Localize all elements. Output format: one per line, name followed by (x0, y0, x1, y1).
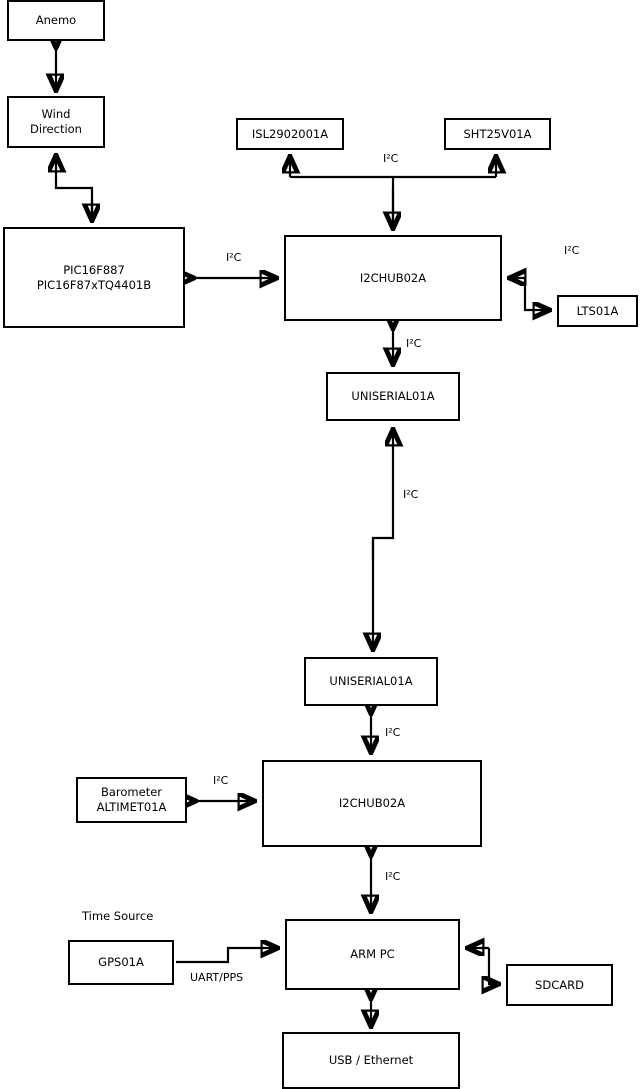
node-usb-ethernet[interactable]: USB / Ethernet (282, 1032, 460, 1089)
edge-label-hub-lts: I²C (564, 244, 580, 257)
node-isl2902001a[interactable]: ISL2902001A (236, 118, 344, 150)
edge-label-uniserial-hub-bottom: I²C (385, 726, 401, 739)
node-i2chub02a-bottom[interactable]: I2CHUB02A (262, 760, 482, 847)
edge-label-hub-armpc: I²C (385, 870, 401, 883)
node-pic-mcu[interactable]: PIC16F887 PIC16F87xTQ4401B (3, 227, 185, 328)
label-time-source: Time Source (82, 909, 154, 923)
edge-gps-armpc (176, 948, 277, 964)
edge-hubtop-lts-step (523, 278, 549, 310)
node-usb-ethernet-label: USB / Ethernet (328, 1053, 414, 1068)
node-sht25v01a[interactable]: SHT25V01A (444, 118, 551, 150)
node-i2chub02a-top-label: I2CHUB02A (359, 270, 427, 285)
edge-label-hub-sensors: I²C (383, 152, 399, 165)
node-wind-direction[interactable]: Wind Direction (7, 96, 105, 148)
node-anemo[interactable]: Anemo (7, 0, 105, 41)
node-sdcard-label: SDCARD (535, 977, 584, 992)
edge-label-hub-uniserial: I²C (406, 337, 422, 350)
node-pic-mcu-label: PIC16F887 PIC16F87xTQ4401B (36, 262, 152, 292)
node-barometer-altimet01a-label: Barometer ALTIMET01A (96, 785, 167, 814)
edge-label-gps-armpc: UART/PPS (190, 971, 244, 984)
edge-label-uniserial-link: I²C (403, 488, 419, 501)
edge-label-barometer-hub: I²C (213, 774, 229, 787)
node-isl2902001a-label: ISL2902001A (251, 126, 329, 141)
edge-winddir-pic (56, 156, 94, 220)
node-lts01a-label: LTS01A (576, 303, 619, 318)
node-arm-pc-label: ARM PC (350, 947, 395, 962)
edge-label-pic-hub: I²C (226, 251, 242, 264)
node-wind-direction-label: Wind Direction (30, 107, 82, 136)
node-anemo-label: Anemo (35, 13, 77, 28)
node-lts01a[interactable]: LTS01A (557, 295, 638, 327)
node-uniserial01a-bottom[interactable]: UNISERIAL01A (304, 657, 438, 706)
node-uniserial01a-top[interactable]: UNISERIAL01A (326, 372, 460, 421)
node-gps01a[interactable]: GPS01A (68, 940, 174, 985)
edge-uniserial-link-up (371, 430, 393, 560)
node-i2chub02a-top[interactable]: I2CHUB02A (284, 235, 502, 321)
node-i2chub02a-bottom-label: I2CHUB02A (338, 796, 406, 811)
node-gps01a-label: GPS01A (98, 955, 144, 970)
edge-armpc-sdcard-step (489, 948, 498, 984)
node-sdcard[interactable]: SDCARD (506, 964, 613, 1006)
node-arm-pc[interactable]: ARM PC (285, 919, 460, 990)
node-uniserial01a-bottom-label: UNISERIAL01A (329, 674, 413, 689)
node-uniserial01a-top-label: UNISERIAL01A (351, 389, 435, 404)
node-barometer-altimet01a[interactable]: Barometer ALTIMET01A (76, 777, 187, 823)
node-sht25v01a-label: SHT25V01A (463, 126, 532, 141)
